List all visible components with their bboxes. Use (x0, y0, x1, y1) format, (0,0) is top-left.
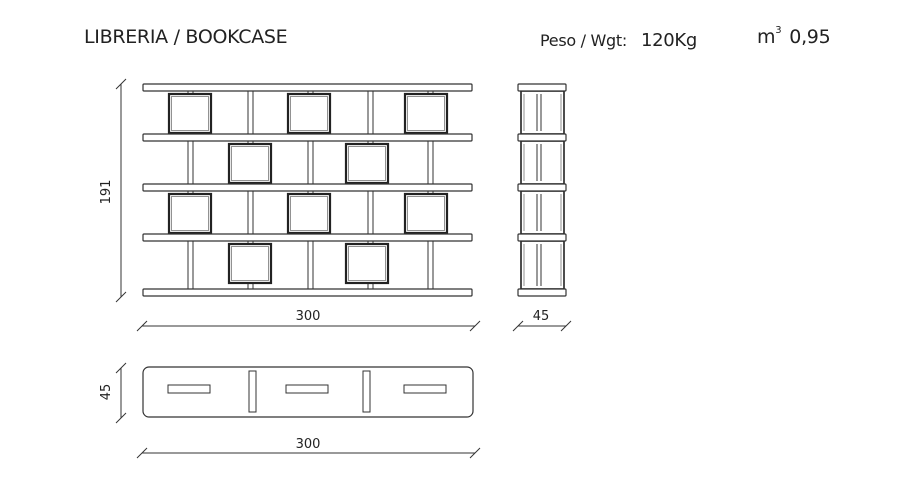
side-shelf-board (517, 83, 567, 92)
shelf-board (142, 288, 473, 297)
storage-box (403, 92, 449, 135)
storage-box (227, 242, 273, 285)
storage-box-inner (231, 246, 269, 281)
shelf-board (142, 183, 473, 192)
storage-box-inner (171, 196, 209, 231)
storage-box (227, 142, 273, 185)
plan-slot-vertical (362, 370, 371, 413)
side-box (520, 140, 565, 185)
weight-label: Peso / Wgt: (540, 31, 627, 50)
storage-box-inner (348, 146, 386, 181)
front-elevation-view (142, 83, 473, 297)
storage-box-inner (231, 146, 269, 181)
volume-value: 0,95 (789, 26, 831, 48)
plan-depth-dimension (115, 362, 127, 424)
storage-box (167, 92, 213, 135)
side-shelf-board (517, 133, 567, 142)
front-width-label: 300 (296, 309, 321, 324)
storage-box (286, 192, 332, 235)
side-shelf-board (517, 183, 567, 192)
side-box (520, 190, 565, 235)
plan-slot-horizontal (403, 384, 447, 394)
storage-box (344, 142, 390, 185)
shelf-board (142, 83, 473, 92)
storage-box-inner (348, 246, 386, 281)
side-shelf-board (517, 233, 567, 242)
storage-box-inner (407, 196, 445, 231)
plan-width-label: 300 (296, 437, 321, 452)
front-height-label: 191 (99, 180, 114, 205)
weight-info: Peso / Wgt: 120Kg (540, 30, 697, 51)
storage-box (403, 192, 449, 235)
storage-box-inner (407, 96, 445, 131)
plan-slot-vertical (248, 370, 257, 413)
storage-box-inner (290, 96, 328, 131)
storage-box (344, 242, 390, 285)
storage-box (167, 192, 213, 235)
side-box (520, 240, 565, 290)
plan-view (142, 366, 474, 418)
volume-unit: m (757, 26, 776, 48)
front-width-dimension (136, 320, 481, 332)
shelf-board (142, 133, 473, 142)
volume-info: m3 0,95 (757, 24, 831, 48)
storage-box-inner (290, 196, 328, 231)
side-box (520, 90, 565, 135)
plan-slot-horizontal (285, 384, 329, 394)
weight-value: 120Kg (640, 30, 698, 51)
plan-depth-label: 45 (99, 384, 114, 401)
side-shelf-board (517, 288, 567, 297)
volume-exponent: 3 (775, 24, 782, 36)
storage-box-inner (171, 96, 209, 131)
front-height-dimension (115, 78, 127, 303)
side-depth-label: 45 (533, 309, 550, 324)
plan-width-dimension (136, 447, 481, 459)
plan-slot-horizontal (167, 384, 211, 394)
storage-box (286, 92, 332, 135)
shelf-board (142, 233, 473, 242)
side-elevation-view (517, 83, 567, 297)
drawing-title: LIBRERIA / BOOKCASE (84, 26, 288, 48)
side-depth-dimension (512, 320, 572, 332)
